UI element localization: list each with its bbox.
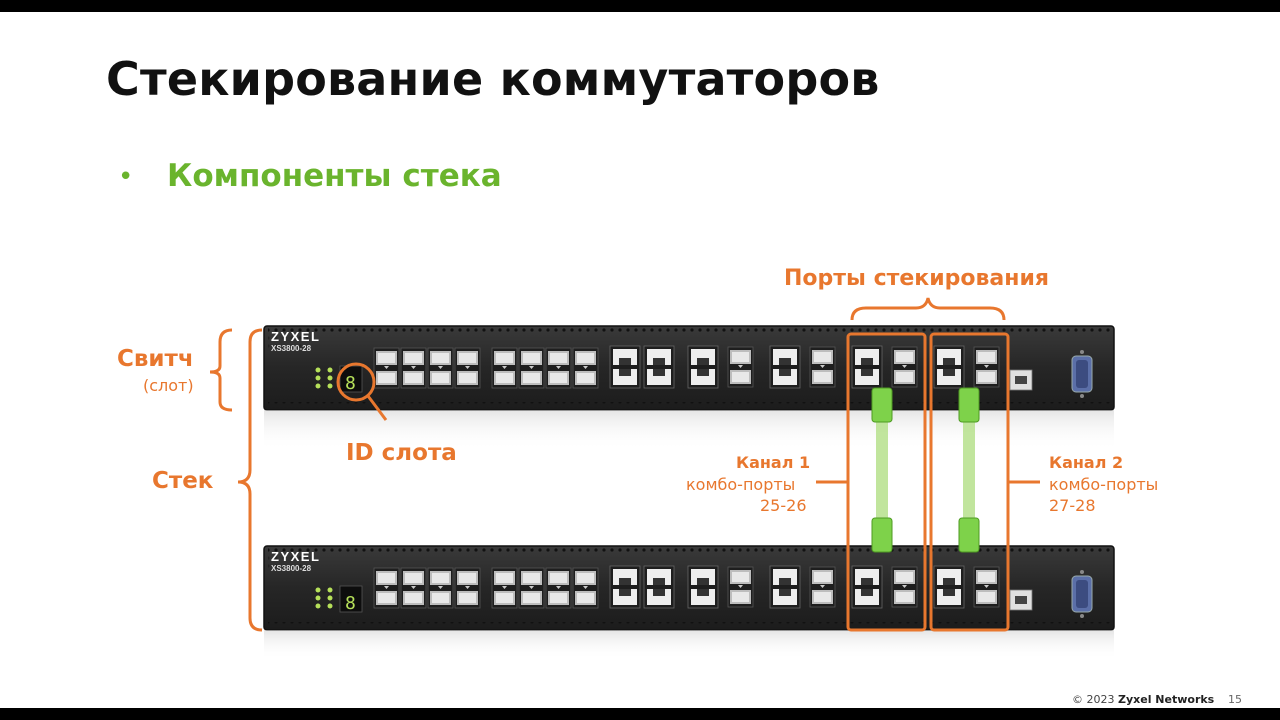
- brand-logo: ZYXEL: [271, 549, 320, 564]
- switch-reflection: [264, 630, 1114, 660]
- stack-ports-label: Порты стекирования: [784, 266, 1050, 291]
- slot-label: (слот): [143, 376, 194, 395]
- stack-ports-brace: [850, 297, 1006, 321]
- stack-id-display: 8: [345, 593, 356, 614]
- slot-id-highlight: [336, 362, 376, 402]
- copyright-year: © 2023: [1072, 693, 1115, 706]
- slot-id-label: ID слота: [346, 440, 457, 466]
- bottom-letterbox: [0, 708, 1280, 720]
- stack-label: Стек: [152, 468, 214, 494]
- stack-cable-1: [871, 387, 893, 553]
- stack-cable-2: [958, 387, 980, 553]
- channel2-desc: комбо-порты: [1049, 475, 1159, 494]
- footer-copyright: © 2023 Zyxel Networks: [1072, 693, 1214, 706]
- stack-brace: [237, 328, 263, 632]
- top-letterbox: [0, 0, 1280, 12]
- brand-logo: ZYXEL: [271, 329, 320, 344]
- presentation-slide: Стекирование коммутаторов • Компоненты с…: [0, 12, 1280, 708]
- company-name: Zyxel Networks: [1118, 693, 1215, 706]
- channel1-ports: 25-26: [760, 496, 807, 515]
- model-label: XS3800-28: [271, 564, 312, 573]
- bullet-text: Компоненты стека: [167, 158, 502, 194]
- switch-bottom: ZYXEL XS3800-28 8: [264, 546, 1114, 630]
- slide-title: Стекирование коммутаторов: [106, 52, 880, 106]
- channel2-title: Канал 2: [1049, 453, 1124, 472]
- stack-diagram: ZYXEL XS3800-28 8 ZYXEL XS3800-28 8: [209, 297, 1280, 660]
- slot-id-pointer: [366, 395, 388, 421]
- stack-id-display: 8: [345, 373, 356, 394]
- switch-top: ZYXEL XS3800-28 8: [264, 326, 1114, 410]
- channel1-title: Канал 1: [736, 453, 811, 472]
- switch-brace: [209, 328, 233, 412]
- page-number: 15: [1228, 693, 1242, 706]
- bullet-marker: •: [118, 162, 134, 192]
- channel1-desc: комбо-порты: [686, 475, 796, 494]
- switch-label: Свитч: [117, 346, 194, 372]
- channel2-ports: 27-28: [1049, 496, 1096, 515]
- model-label: XS3800-28: [271, 344, 312, 353]
